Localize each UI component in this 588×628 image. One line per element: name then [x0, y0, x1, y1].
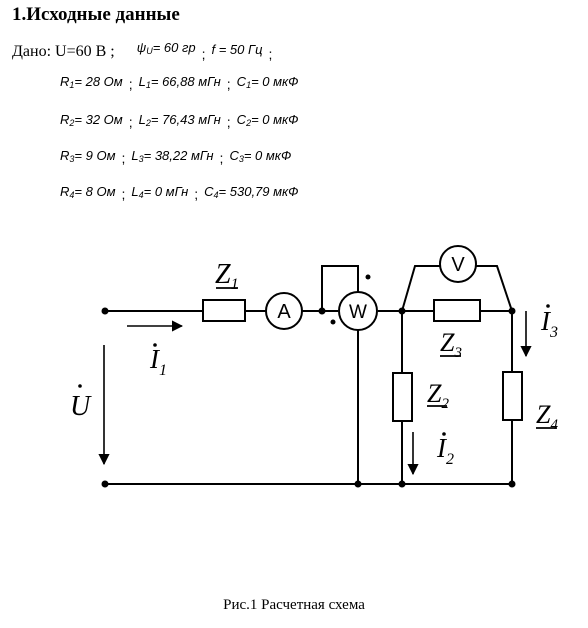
separator: ; — [268, 46, 273, 62]
separator: ; — [121, 150, 126, 166]
given-line: Дано: U=60 В ; ψU= 60 гр; f = 50 Гц; — [12, 40, 278, 62]
param-row-3: R3= 9 Ом; L3= 38,22 мГн; C3= 0 мкФ — [60, 147, 292, 166]
separator: ; — [194, 186, 199, 202]
separator: ; — [121, 186, 126, 202]
separator: ; — [128, 114, 133, 130]
inductance-value-4: L4= 0 мГн — [131, 184, 189, 200]
given-phase: ψU= 60 гр — [136, 40, 196, 56]
z4-resistor — [502, 371, 523, 421]
capacitance-value-1: C1= 0 мкФ — [236, 74, 299, 90]
wattmeter-marker-dot — [365, 274, 371, 280]
inductance-value-1: L1= 66,88 мГн — [138, 74, 221, 90]
z3-label: Z3 — [440, 328, 462, 361]
z3-resistor — [433, 299, 481, 322]
given-voltage: Дано: U=60 В ; — [12, 43, 115, 60]
separator: ; — [226, 76, 231, 92]
i2-dot — [442, 432, 446, 436]
i3-dot — [546, 304, 550, 308]
i1-label: I1 — [149, 344, 167, 379]
terminal-top — [101, 307, 109, 315]
terminal-bottom — [101, 480, 109, 488]
resistance-value-2: R2= 32 Ом — [60, 112, 123, 128]
separator: ; — [219, 150, 224, 166]
wattmeter-label: W — [349, 302, 367, 323]
given-frequency: f = 50 Гц — [211, 42, 263, 57]
wattmeter-marker-dot-2 — [330, 319, 336, 325]
resistance-value-4: R4= 8 Ом — [60, 184, 116, 200]
voltmeter-label: V — [451, 254, 465, 276]
u-dot — [78, 384, 82, 388]
voltmeter-circle — [439, 245, 477, 283]
figure-caption: Рис.1 Расчетная схема — [223, 597, 365, 613]
z2-resistor — [392, 372, 413, 422]
z1-resistor — [202, 299, 246, 322]
resistance-value-1: R1= 28 Ом — [60, 74, 123, 90]
capacitance-value-2: C2= 0 мкФ — [236, 112, 299, 128]
separator: ; — [201, 46, 206, 62]
junction-node-a — [398, 307, 406, 315]
param-row-2: R2= 32 Ом; L2= 76,43 мГн; C2= 0 мкФ — [60, 111, 299, 130]
section-heading: 1.Исходные данные — [12, 4, 180, 25]
z2-label: Z2 — [427, 379, 449, 412]
param-row-4: R4= 8 Ом; L4= 0 мГн; C4= 530,79 мкФ — [60, 183, 299, 202]
junction-bottom-a — [398, 480, 406, 488]
psi-subscript: U — [146, 46, 153, 56]
capacitance-value-4: C4= 530,79 мкФ — [204, 184, 299, 200]
capacitance-value-3: C3= 0 мкФ — [229, 148, 292, 164]
separator: ; — [128, 76, 133, 92]
i3-label: I3 — [540, 306, 558, 341]
wattmeter-circle — [338, 291, 378, 331]
inductance-value-2: L2= 76,43 мГн — [138, 112, 221, 128]
resistance-value-3: R3= 9 Ом — [60, 148, 116, 164]
ammeter-label: A — [277, 301, 291, 323]
wattmeter-voltage-loop — [321, 265, 359, 311]
ammeter-circle — [265, 292, 303, 330]
z1-label: Z1 — [215, 259, 239, 293]
u-label: U — [70, 391, 92, 422]
inductance-value-3: L3= 38,22 мГн — [131, 148, 214, 164]
i2-label: I2 — [436, 433, 454, 468]
voltmeter-right-lead — [476, 265, 513, 312]
z4-label: Z4 — [536, 400, 558, 433]
junction-wattmeter-left — [318, 307, 326, 315]
junction-bottom-w — [354, 480, 362, 488]
param-row-1: R1= 28 Ом; L1= 66,88 мГн; C1= 0 мкФ — [60, 73, 299, 92]
junction-bottom-b — [508, 480, 516, 488]
psi-value: = 60 гр — [152, 40, 196, 55]
separator: ; — [226, 114, 231, 130]
junction-node-b — [508, 307, 516, 315]
voltmeter-left-lead — [401, 265, 440, 312]
psi-symbol: ψ — [136, 40, 147, 55]
i1-dot — [153, 343, 157, 347]
